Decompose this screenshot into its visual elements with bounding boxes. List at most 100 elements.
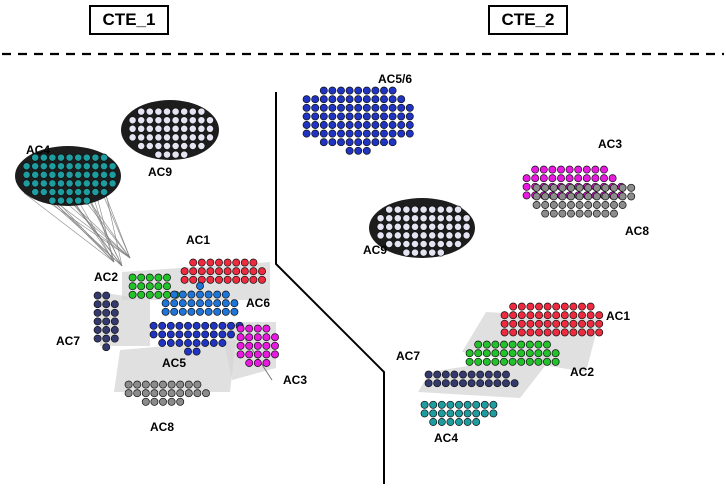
cluster-node (467, 379, 476, 388)
cluster-node (180, 133, 189, 142)
cluster-node (627, 192, 636, 201)
label-ac9-left: AC9 (148, 165, 172, 179)
cluster-node (319, 129, 328, 138)
cluster-node (420, 409, 429, 418)
cluster-node (154, 107, 163, 116)
cluster-node (184, 339, 192, 347)
cluster-node (543, 349, 551, 358)
cluster-node (102, 317, 111, 326)
cluster-node (145, 116, 154, 125)
cluster-node (48, 170, 57, 179)
cluster-node (474, 349, 483, 358)
cluster-node (48, 179, 57, 188)
cluster-node (601, 192, 610, 201)
cluster-node (93, 317, 102, 326)
cluster-node (354, 129, 363, 138)
cluster-node (192, 347, 201, 356)
cluster-node (411, 205, 419, 214)
cluster-node (595, 328, 604, 337)
cluster-node (454, 231, 462, 240)
cluster-node (102, 300, 111, 309)
cluster-node (196, 299, 204, 308)
inter-cluster-edge (87, 194, 123, 267)
cluster-node (176, 389, 185, 398)
cluster-node (574, 174, 583, 183)
cluster-node (65, 162, 74, 171)
cluster-node (428, 222, 437, 231)
cluster-node (428, 214, 437, 223)
cluster-node (193, 380, 202, 389)
cluster-node (549, 201, 558, 209)
cluster-node (500, 311, 509, 320)
cluster-node (491, 340, 500, 349)
cluster-node (154, 133, 163, 142)
cluster-node (328, 103, 337, 112)
cluster-node (525, 340, 534, 349)
cluster-node (189, 275, 198, 284)
cluster-node (362, 95, 371, 104)
cluster-node (371, 129, 380, 138)
cluster-ac7-right (424, 370, 519, 388)
cluster-node (454, 214, 462, 223)
cluster-node (189, 267, 198, 276)
cluster-node (215, 267, 223, 276)
cluster-node (558, 183, 567, 192)
label-ac9-right: AC9 (363, 243, 387, 257)
cluster-node (154, 290, 163, 299)
cluster-node (525, 357, 534, 366)
cluster-node (319, 138, 328, 147)
cluster-node (196, 290, 204, 299)
cluster-node (227, 330, 235, 339)
cluster-node (474, 357, 483, 366)
cluster-node (187, 307, 196, 316)
cluster-node (600, 174, 608, 183)
cluster-node (328, 86, 337, 95)
cluster-node (154, 142, 163, 150)
cluster-node (236, 350, 245, 359)
cluster-node (141, 389, 150, 398)
cluster-node (240, 258, 249, 267)
cluster-node (163, 116, 171, 125)
cluster-node (218, 339, 227, 347)
inter-cluster-edge (23, 192, 115, 263)
cluster-node (141, 397, 150, 406)
cluster-node (376, 214, 385, 223)
cluster-node (402, 231, 411, 240)
cluster-node (402, 214, 411, 223)
cluster-node (362, 129, 371, 138)
cluster-node (535, 319, 543, 328)
cluster-node (253, 359, 262, 367)
cluster-node (141, 380, 150, 389)
cluster-node (176, 380, 185, 389)
cluster-node (102, 308, 111, 317)
cluster-node (82, 170, 91, 179)
cluster-node (476, 379, 485, 388)
cluster-node (253, 333, 262, 342)
cluster-node (91, 170, 100, 179)
cluster-node (253, 350, 262, 359)
cluster-node (610, 201, 618, 209)
cluster-node (108, 179, 117, 188)
cluster-node (445, 214, 454, 223)
cluster-node (178, 290, 187, 299)
cluster-node (202, 389, 210, 398)
cluster-node (100, 188, 108, 196)
cluster-node (419, 205, 428, 214)
cluster-node (428, 231, 437, 240)
cluster-ac1-right (500, 302, 604, 337)
cluster-node (463, 409, 472, 418)
cluster-node (196, 282, 204, 290)
cluster-node (91, 188, 100, 196)
cluster-node (446, 418, 455, 426)
cluster-node (175, 339, 184, 347)
cluster-node (510, 379, 519, 388)
cluster-ac5-6-right (302, 86, 414, 155)
cluster-node (454, 205, 462, 214)
cluster-node (548, 174, 557, 183)
cluster-node (380, 121, 388, 129)
cluster-node (549, 192, 558, 201)
cte2-title: CTE_2 (488, 5, 568, 35)
cluster-node (502, 370, 510, 379)
cluster-node (311, 129, 320, 138)
cluster-node (584, 209, 593, 218)
